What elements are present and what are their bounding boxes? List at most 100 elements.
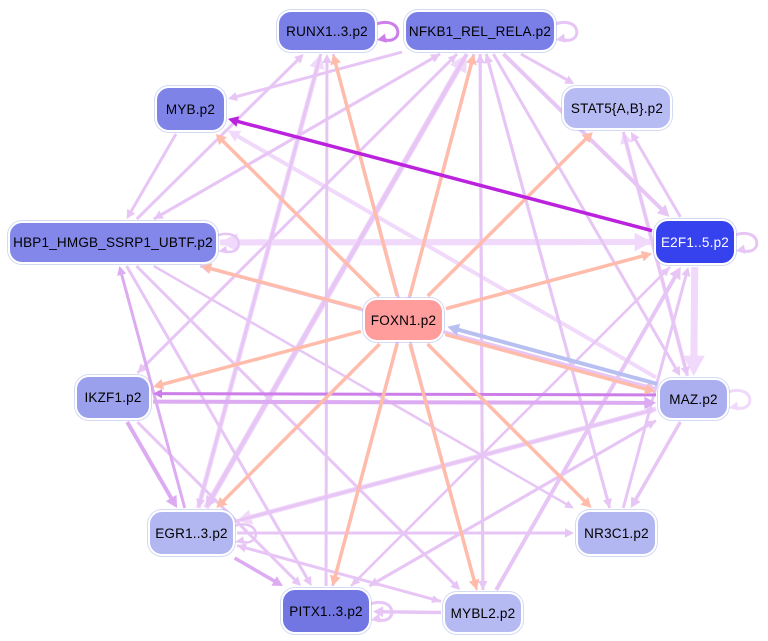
- self-loop-nfkb1: [554, 20, 579, 42]
- edge-e2f1-myb: [233, 118, 653, 233]
- edge-arrowhead: [117, 266, 127, 276]
- self-loop-hbp1: [216, 232, 240, 254]
- edge-arrowhead: [431, 595, 441, 603]
- edge-arrowhead: [656, 204, 670, 217]
- edge-arrowhead: [165, 494, 178, 508]
- edge-arrowhead: [556, 33, 566, 43]
- node-egr1[interactable]: EGR1..3.p2: [148, 510, 235, 556]
- self-loop-runx1: [375, 20, 400, 42]
- node-label-foxn1: FOXN1.p2: [370, 312, 437, 328]
- edge-arrowhead: [681, 267, 691, 277]
- node-mybl2[interactable]: MYBL2.p2: [443, 592, 523, 634]
- node-label-pitx1: PITX1..3.p2: [289, 603, 363, 619]
- edge-arrowhead: [291, 576, 302, 586]
- edge-arrowhead: [736, 244, 746, 254]
- edge-arrowhead: [330, 54, 341, 66]
- edge-arrowhead: [330, 574, 341, 586]
- edge-arrowhead: [228, 92, 238, 102]
- edge-hbp1-pitx1: [125, 265, 311, 583]
- edge-arrowhead: [630, 496, 641, 508]
- edge-arrowhead: [153, 210, 164, 219]
- edge-arrowhead: [322, 54, 332, 64]
- edge-hbp1-nr3c1: [153, 264, 570, 507]
- node-label-runx1: RUNX1..3.p2: [286, 23, 368, 39]
- edge-arrowhead: [294, 54, 304, 64]
- node-label-hbp1: HBP1_HMGB_SSRP1_UBTF.p2: [13, 235, 213, 250]
- node-label-egr1: EGR1..3.p2: [155, 525, 228, 541]
- edge-arrowhead: [205, 494, 218, 508]
- self-loop-pitx1: [369, 600, 394, 622]
- edge-arrowhead: [373, 606, 384, 618]
- node-hbp1[interactable]: HBP1_HMGB_SSRP1_UBTF.p2: [8, 221, 218, 264]
- edge-arrowhead: [644, 396, 656, 410]
- self-loop-e2f1: [734, 231, 759, 253]
- edge-arrowhead: [630, 132, 640, 143]
- node-maz[interactable]: MAZ.p2: [658, 378, 729, 420]
- edge-foxn1-nr3c1: [426, 342, 589, 505]
- edge-arrowhead: [228, 116, 240, 127]
- node-nfkb1[interactable]: NFKB1_REL_RELA.p2: [404, 10, 556, 52]
- edge-arrowhead: [671, 365, 681, 376]
- edge-arrowhead: [235, 536, 245, 545]
- edge-foxn1-ikzf1: [158, 329, 362, 387]
- edge-maz-pitx1: [373, 419, 657, 585]
- edge-arrowhead: [271, 576, 283, 586]
- edge-foxn1-mybl2: [408, 343, 477, 585]
- edge-arrowhead: [303, 575, 312, 586]
- edge-arrowhead: [683, 355, 705, 376]
- node-myb[interactable]: MYB.p2: [155, 86, 226, 132]
- node-label-maz: MAZ.p2: [669, 391, 718, 407]
- edge-myb-hbp1: [128, 133, 178, 216]
- edge-arrowhead: [729, 401, 739, 411]
- node-ikzf1[interactable]: IKZF1.p2: [75, 375, 151, 420]
- edge-foxn1-hbp1: [206, 265, 362, 311]
- edge-nfkb1-mybl2: [478, 53, 485, 585]
- edge-arrowhead: [669, 267, 681, 281]
- edge-arrowhead: [377, 33, 387, 43]
- node-stat5[interactable]: STAT5{A,B}.p2: [562, 86, 672, 130]
- node-label-nfkb1: NFKB1_REL_RELA.p2: [408, 23, 552, 39]
- edge-arrowhead: [215, 134, 227, 145]
- self-loop-egr1: [233, 523, 257, 544]
- node-e2f1[interactable]: E2F1..5.p2: [654, 219, 736, 265]
- edge-arrowhead: [201, 263, 213, 274]
- edge-maz-myb: [233, 132, 657, 380]
- edge-arrowhead: [450, 580, 461, 590]
- node-label-myb: MYB.p2: [165, 101, 216, 117]
- edge-mybl2-pitx1: [379, 609, 442, 615]
- edge-arrowhead: [580, 496, 592, 508]
- edge-foxn1-egr1: [219, 342, 381, 505]
- node-label-stat5: STAT5{A,B}.p2: [570, 100, 664, 116]
- edge-maz-ikzf1: [158, 392, 657, 397]
- edge-arrowhead: [581, 132, 593, 144]
- node-pitx1[interactable]: PITX1..3.p2: [281, 588, 371, 634]
- edge-arrowhead: [153, 388, 163, 399]
- edge-arrowhead: [564, 75, 575, 84]
- edge-nfkb1-egr1: [207, 53, 469, 503]
- edge-arrowhead: [447, 323, 461, 336]
- node-label-nr3c1: NR3C1.p2: [584, 525, 649, 541]
- edge-arrowhead: [634, 232, 652, 252]
- edge-mybl2-e2f1: [494, 272, 679, 591]
- edge-arrowhead: [351, 576, 361, 586]
- node-runx1[interactable]: RUNX1..3.p2: [277, 10, 377, 52]
- edge-arrowhead: [218, 245, 228, 254]
- edge-foxn1-e2f1: [445, 253, 647, 311]
- edge-arrowhead: [153, 378, 165, 390]
- edge-arrowhead: [565, 528, 574, 538]
- node-nr3c1[interactable]: NR3C1.p2: [576, 510, 657, 556]
- edge-nfkb1-ikzf1: [140, 52, 459, 371]
- edge-arrowhead: [371, 613, 381, 623]
- node-foxn1[interactable]: FOXN1.p2: [363, 298, 444, 342]
- edge-e2f1-stat5: [632, 135, 682, 218]
- edge-arrowhead: [564, 500, 574, 509]
- node-label-e2f1: E2F1..5.p2: [660, 234, 730, 250]
- edge-arrowhead: [643, 383, 656, 395]
- edge-e2f1-maz: [690, 266, 699, 364]
- edge-arrowhead: [468, 578, 480, 590]
- node-label-ikzf1: IKZF1.p2: [84, 390, 142, 405]
- self-loop-maz: [727, 388, 752, 410]
- edge-ikzf1-egr1: [125, 420, 176, 503]
- edge-e2f1-pitx1: [353, 266, 671, 584]
